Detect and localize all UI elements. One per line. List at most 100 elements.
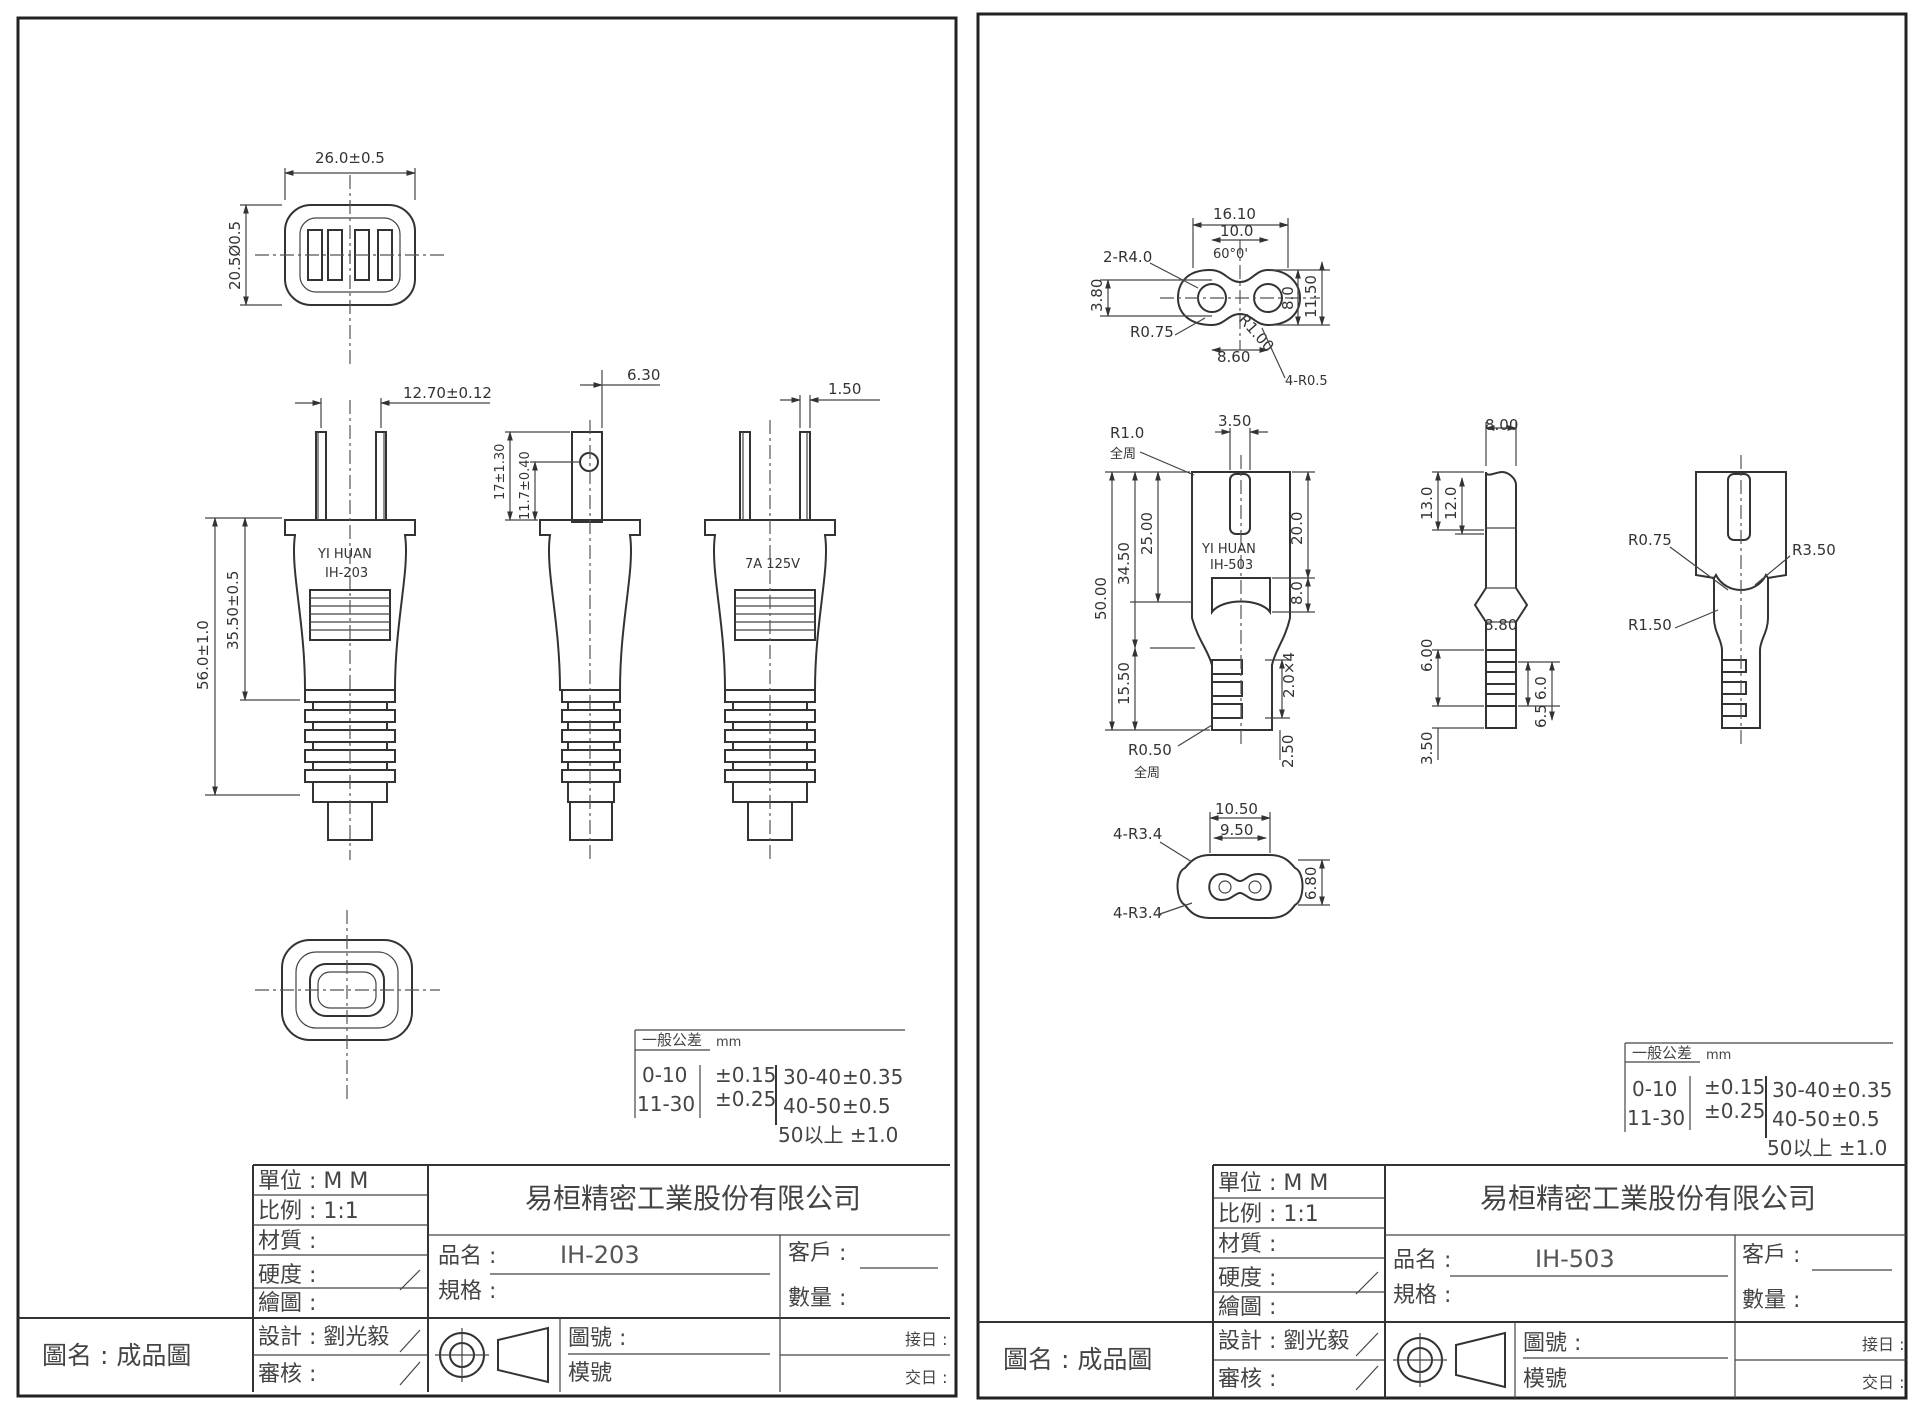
dim-s6: 6.5 [1532, 704, 1550, 728]
dim-pin-pitch: 12.70±0.12 [403, 384, 492, 402]
tb-product-label: 品名 : [438, 1244, 496, 1269]
plug-front-view: YI HUAN IH-203 12.70±0.12 56.0±1.0 35 [194, 384, 492, 860]
dim-r7: R0.75 [1628, 531, 1672, 549]
connector-back-view: R0.75 R3.50 R1.50 [1628, 455, 1836, 745]
tol-r1a: 0-10 [642, 1063, 687, 1087]
tol-r2d: ±0.5 [842, 1094, 891, 1118]
tol-r1d: ±0.35 [842, 1065, 903, 1089]
sheet-ih-503: 16.10 10.0 60°0' 2-R4.0 3.80 R0.75 8.0 1… [976, 12, 1908, 1400]
tolerance-table-1: 一般公差 mm 0-10 ±0.15 30-40 ±0.35 11-30 ±0.… [634, 1029, 905, 1147]
dim-w5: 8.00 [1485, 416, 1518, 434]
tb-receive: 接日 : [905, 1330, 947, 1349]
dim-pin-width: 1.50 [828, 380, 861, 398]
tb2-design: 設計 : 劉光毅 [1218, 1329, 1349, 1354]
tb-drawn: 繪圖 : [258, 1291, 316, 1316]
tb-spec: 規格 : [438, 1279, 496, 1304]
dim-w1: 16.10 [1213, 205, 1256, 223]
dim-b4: 4-R3.4 [1113, 904, 1162, 922]
dim-angle: 60°0' [1213, 247, 1248, 262]
tb2-quantity: 數量 : [1742, 1288, 1800, 1313]
dim-head-length: 35.50±0.5 [224, 571, 242, 650]
dim-pin-thickness: 6.30 [627, 366, 660, 384]
tb-drawing-name: 圖名 : 成品圖 [42, 1341, 191, 1370]
dim-w3: 8.60 [1217, 348, 1250, 366]
tb2-review: 審核 : [1218, 1367, 1276, 1392]
connector-side-view: 8.00 13.0 12.0 8.80 6.00 3.50 6.0 6.5 [1418, 416, 1560, 765]
tb-hardness: 硬度 : [258, 1263, 316, 1288]
dim-h1: 3.80 [1088, 279, 1106, 312]
plug-side-view: 6.30 17±1.30 11.7±0.40 [493, 366, 660, 860]
dim-s3: 8.80 [1484, 616, 1517, 634]
tb-drawing-no: 圖號 : [568, 1326, 626, 1351]
tol-r1b: ±0.15 [715, 1063, 776, 1087]
tb2-drawn: 繪圖 : [1218, 1295, 1276, 1320]
tb-quantity: 數量 : [788, 1286, 846, 1311]
tol-title: 一般公差 [642, 1031, 702, 1049]
tol-r2c: 40-50 [783, 1094, 841, 1118]
plug-top-view: 26.0±0.5 20.5Ø0.5 [226, 149, 445, 365]
dim-all1: 全周 [1110, 446, 1136, 462]
dim-w2: 10.0 [1220, 222, 1253, 240]
tol2-r1c: 30-40 [1772, 1078, 1830, 1102]
dim-r6: R0.50 [1128, 741, 1172, 759]
tb2-receive: 接日 : [1862, 1335, 1904, 1354]
dim-l6: 15.50 [1115, 662, 1133, 705]
dim-s2: 12.0 [1442, 487, 1460, 520]
tb2-spec: 規格 : [1393, 1283, 1451, 1308]
dim-all2: 全周 [1134, 765, 1160, 781]
dim-s1: 13.0 [1418, 487, 1436, 520]
dim-b1: 10.50 [1215, 800, 1258, 818]
dim-r4: 4-R0.5 [1285, 374, 1328, 389]
dim-hole-position: 11.7±0.40 [518, 451, 533, 520]
dim-s7: 3.50 [1418, 732, 1436, 765]
tb2-product-label: 品名 : [1393, 1248, 1451, 1273]
tol2-title: 一般公差 [1632, 1044, 1692, 1062]
tb-design: 設計 : 劉光毅 [258, 1325, 389, 1350]
projection-symbol-icon [1393, 1331, 1506, 1389]
tol2-r2d: ±0.5 [1831, 1107, 1880, 1131]
tb-unit: 單位 : M M [258, 1169, 368, 1194]
dim-l4: 20.0 [1288, 512, 1306, 545]
sheet-2-border [976, 12, 1908, 1400]
tb2-drawing-no: 圖號 : [1523, 1331, 1581, 1356]
tb2-product: IH-503 [1535, 1245, 1615, 1273]
tol2-r2b: ±0.25 [1704, 1099, 1765, 1123]
sheet-ih-203: 26.0±0.5 20.5Ø0.5 YI HUAN IH-203 [16, 16, 958, 1398]
connector-brand-text: YI HUAN [1201, 542, 1256, 557]
connector-face-view: 16.10 10.0 60°0' 2-R4.0 3.80 R0.75 8.0 1… [1088, 205, 1330, 389]
dim-l3: 25.00 [1138, 512, 1156, 555]
tol2-r2a: 11-30 [1627, 1106, 1685, 1130]
dim-pin-length: 17±1.30 [493, 444, 508, 500]
title-block-1: 單位 : M M 比例 : 1:1 材質 : 硬度 : 繪圖 : 設計 : 劉光… [18, 1164, 950, 1392]
dim-r8: R3.50 [1792, 541, 1836, 559]
tb-scale: 比例 : 1:1 [258, 1199, 359, 1224]
dim-l2: 34.50 [1115, 542, 1133, 585]
tol2-r2c: 40-50 [1772, 1107, 1830, 1131]
plug-rating-text: 7A 125V [745, 557, 800, 572]
tb-customer: 客戶 : [788, 1241, 846, 1266]
tb2-hardness: 硬度 : [1218, 1266, 1276, 1291]
connector-bottom-view: 10.50 9.50 4-R3.4 4-R3.4 6.80 [1113, 800, 1330, 922]
dim-top-width: 26.0±0.5 [315, 149, 385, 167]
tol-r2b: ±0.25 [715, 1087, 776, 1111]
dim-h3: 11.50 [1302, 275, 1320, 318]
dim-s4: 6.00 [1418, 639, 1436, 672]
tol2-r1a: 0-10 [1632, 1077, 1677, 1101]
tb2-deliver: 交日 : [1862, 1373, 1904, 1392]
tb2-drawing-name: 圖名 : 成品圖 [1003, 1345, 1152, 1374]
tb-company: 易桓精密工業股份有限公司 [525, 1182, 861, 1215]
tol-r1c: 30-40 [783, 1065, 841, 1089]
tb2-material: 材質 : [1218, 1232, 1276, 1257]
tol-r3: 50以上 ±1.0 [778, 1123, 898, 1147]
tb-product: IH-203 [560, 1241, 640, 1269]
tb-material: 材質 : [258, 1229, 316, 1254]
dim-b5: 6.80 [1302, 867, 1320, 900]
dim-b3: 4-R3.4 [1113, 825, 1162, 843]
tol2-r1b: ±0.15 [1704, 1075, 1765, 1099]
dim-s5: 6.0 [1532, 676, 1550, 700]
dim-r9: R1.50 [1628, 616, 1672, 634]
tb2-company: 易桓精密工業股份有限公司 [1480, 1182, 1816, 1215]
plug-brand-text: YI HUAN [317, 547, 372, 562]
tol-r2a: 11-30 [637, 1092, 695, 1116]
